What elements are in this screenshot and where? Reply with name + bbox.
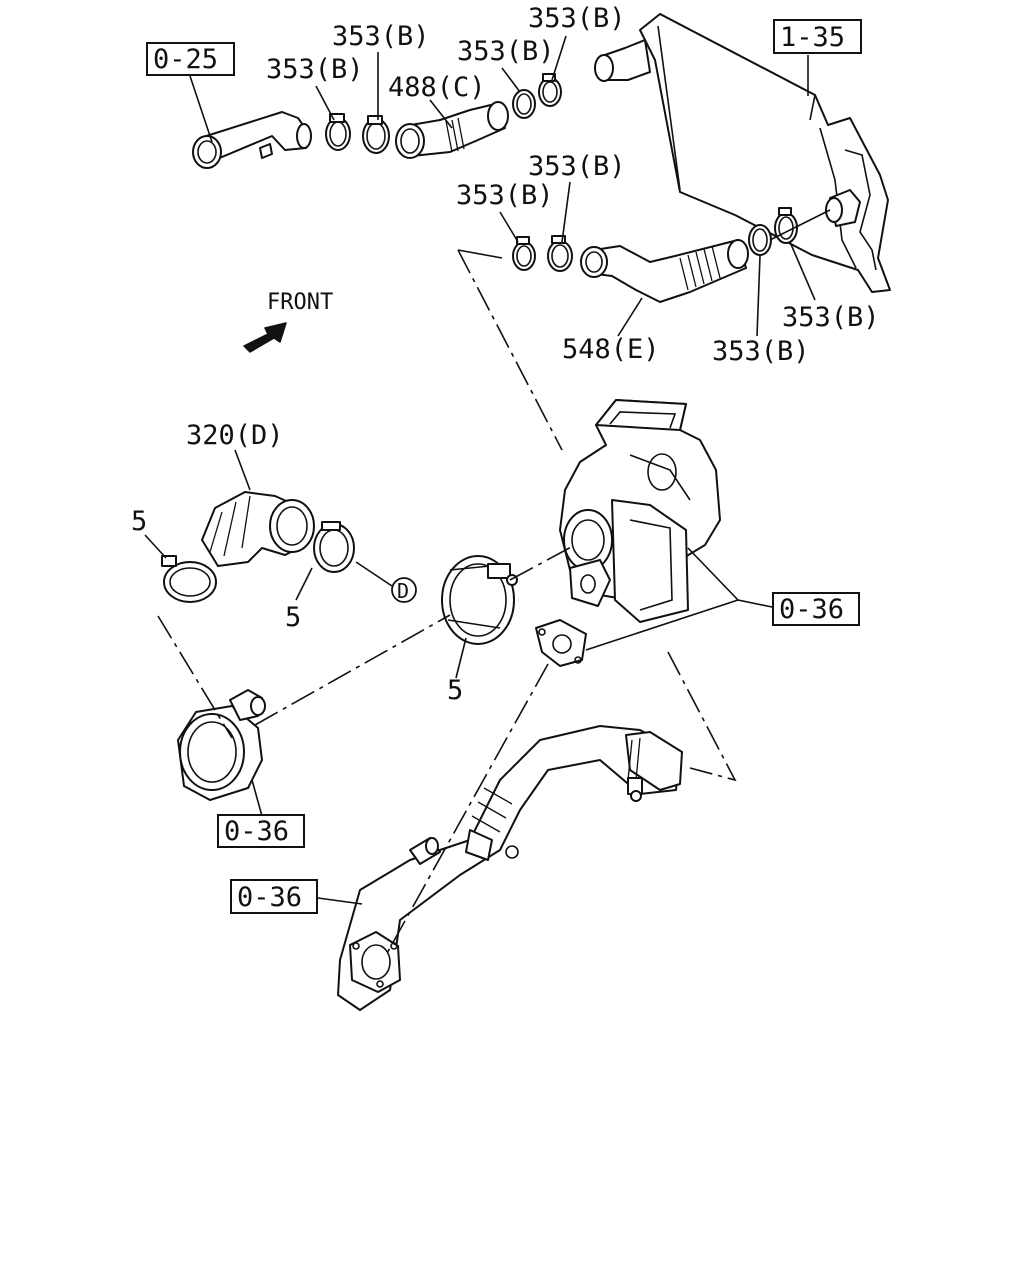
gasket xyxy=(535,619,587,667)
ref-box-0-36-right[interactable]: 0-36 xyxy=(772,592,860,626)
front-label: FRONT xyxy=(267,290,333,315)
ref-label-0-25: 0-25 xyxy=(153,44,218,75)
callout-5-a: 5 xyxy=(131,506,147,537)
callout-5-b: 5 xyxy=(285,602,301,633)
callout-548e: 548(E) xyxy=(562,334,660,365)
callout-488c: 488(C) xyxy=(388,72,486,103)
clamp-mid-3 xyxy=(748,224,772,256)
leader-hose-group xyxy=(457,249,503,259)
exhaust-pipe xyxy=(337,725,683,1011)
clamp-mid-1 xyxy=(512,236,536,271)
callout-353b-8: 353(B) xyxy=(712,336,810,367)
clamp-5-mid xyxy=(313,521,355,573)
alignment-line-turbo-to-hose xyxy=(457,249,563,451)
clamp-top-4 xyxy=(538,73,562,107)
alignment-line-adapter-vband xyxy=(254,614,451,726)
alignment-line-turbo-exhaust xyxy=(667,651,737,782)
vband-clamp xyxy=(441,555,518,645)
intercooler xyxy=(594,13,891,293)
clamp-mid-2 xyxy=(547,235,573,272)
ref-box-0-36-bottom[interactable]: 0-36 xyxy=(230,879,318,914)
ref-box-1-35[interactable]: 1-35 xyxy=(773,19,862,54)
callout-353b-3: 353(B) xyxy=(457,36,555,67)
upper-intake-pipe xyxy=(192,111,312,169)
turbocharger xyxy=(559,399,721,623)
clamp-5-left xyxy=(161,555,217,603)
callout-320d: 320(D) xyxy=(186,420,284,451)
hose-548e xyxy=(580,239,749,303)
ref-box-0-36-left[interactable]: 0-36 xyxy=(217,814,305,848)
callout-353b-1: 353(B) xyxy=(266,54,364,85)
clamp-top-2 xyxy=(362,115,390,154)
alignment-line-turbo-vband xyxy=(509,544,576,581)
callout-353b-5: 353(B) xyxy=(528,151,626,182)
intake-adapter xyxy=(177,689,266,801)
hose-488c xyxy=(395,101,509,159)
arrow-front-icon xyxy=(243,322,287,353)
ref-label-1-35: 1-35 xyxy=(780,22,845,53)
callout-353b-2: 353(B) xyxy=(332,21,430,52)
leader-lines xyxy=(144,35,831,905)
ref-label-0-36-left: 0-36 xyxy=(224,816,289,847)
circle-d-label: D xyxy=(397,579,409,603)
callout-353b-6: 353(B) xyxy=(456,180,554,211)
circle-d-marker: D xyxy=(391,577,417,603)
clamp-top-1 xyxy=(325,113,351,151)
ref-box-0-25[interactable]: 0-25 xyxy=(146,42,235,76)
ref-label-0-36-right: 0-36 xyxy=(779,594,844,625)
callout-353b-4: 353(B) xyxy=(528,3,626,34)
hose-320d xyxy=(201,491,315,567)
alignment-line-gasket-exhaust xyxy=(385,663,549,956)
callout-353b-7: 353(B) xyxy=(782,302,880,333)
ref-label-0-36-bottom: 0-36 xyxy=(237,882,302,913)
alignment-line-clamp-adapter xyxy=(157,615,233,739)
callout-5-c: 5 xyxy=(447,675,463,706)
clamp-top-3 xyxy=(512,89,536,119)
